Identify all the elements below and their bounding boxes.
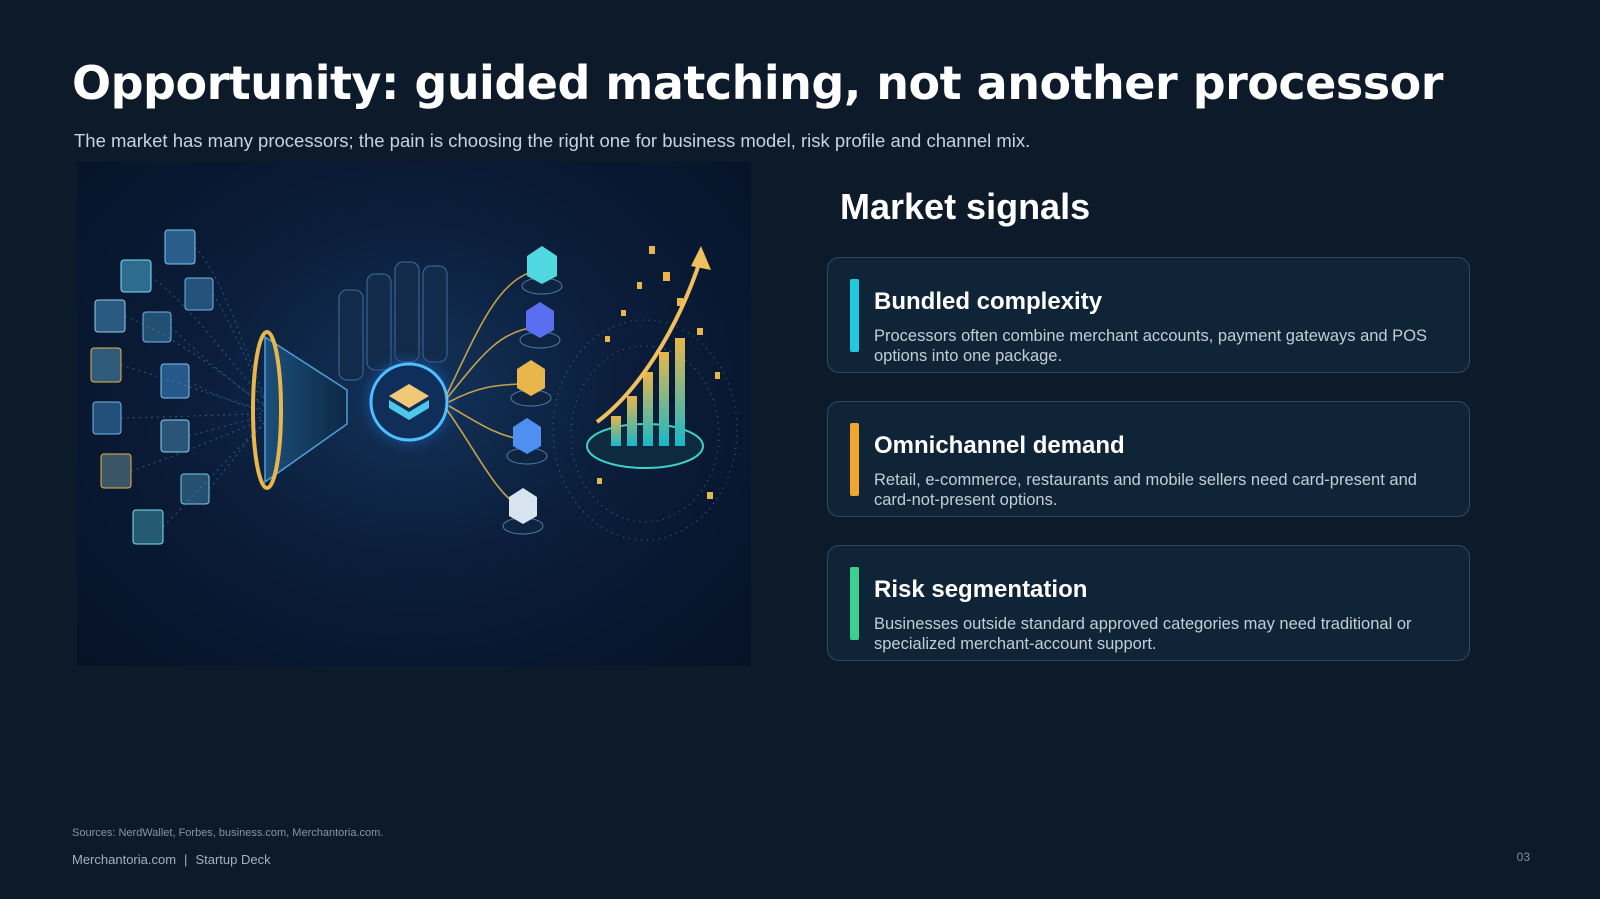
funnel-ring — [251, 330, 283, 490]
slide-title: Opportunity: guided matching, not anothe… — [72, 56, 1443, 110]
page-number: 03 — [1516, 850, 1530, 864]
card-title: Omnichannel demand — [874, 432, 1125, 459]
card-title: Bundled complexity — [874, 288, 1103, 315]
signal-card-bundled-complexity: Bundled complexity Processors often comb… — [827, 257, 1470, 373]
card-accent-bar — [850, 279, 859, 352]
funnel-shape — [264, 335, 348, 484]
footer-separator: | — [184, 852, 188, 867]
hero-illustration-graphic — [90, 229, 738, 545]
card-accent-bar — [850, 567, 859, 640]
footer-brand: Merchantoria.com — [72, 852, 177, 867]
card-accent-bar — [850, 423, 859, 496]
card-body: Processors often combine merchant accoun… — [874, 327, 1428, 365]
hero-illustration — [77, 162, 751, 666]
footer-deck-label: Startup Deck — [195, 852, 271, 867]
slide-subtitle: The market has many processors; the pain… — [74, 130, 1031, 151]
signal-card-omnichannel-demand: Omnichannel demand Retail, e-commerce, r… — [827, 401, 1470, 517]
card-title: Risk segmentation — [874, 576, 1088, 603]
sources-note: Sources: NerdWallet, Forbes, business.co… — [72, 827, 384, 839]
market-signals-heading: Market signals — [840, 186, 1091, 227]
storefront-icons — [90, 229, 214, 545]
growth-chart-graphic — [586, 246, 711, 469]
card-body: Retail, e-commerce, restaurants and mobi… — [874, 471, 1417, 509]
card-body: Businesses outside standard approved cat… — [874, 615, 1412, 653]
signal-card-risk-segmentation: Risk segmentation Businesses outside sta… — [827, 545, 1470, 661]
processor-option-icons — [502, 246, 563, 535]
footer: Merchantoria.com | Startup Deck — [72, 852, 271, 867]
